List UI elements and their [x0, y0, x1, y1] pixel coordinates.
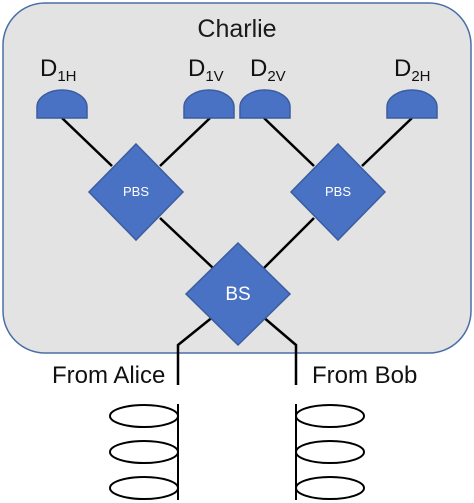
bs-diamond [184, 241, 292, 347]
alice-coil-loop-3 [109, 476, 179, 500]
alice-coil-loop-1 [109, 404, 179, 428]
detector-subscript: 2V [267, 68, 286, 85]
alice-coil-mask [179, 400, 187, 502]
detector-d1v [183, 89, 235, 119]
pbs-right-label: PBS [324, 184, 351, 199]
bs-label: BS [225, 284, 251, 305]
bob-coil-loop-2 [295, 440, 365, 464]
line-d2v-pbs-right [263, 117, 315, 167]
bob-coil-loop-3 [295, 476, 365, 500]
detector-label-d1v: D1V [188, 55, 224, 85]
detector-d1h [36, 89, 88, 119]
source-alice-label: From Alice [52, 362, 166, 389]
detector-subscript: 1V [205, 68, 224, 85]
detector-letter: D [40, 55, 58, 82]
bob-coil-mask [287, 400, 295, 502]
pbs-right-diamond [289, 142, 387, 242]
detector-letter: D [188, 55, 206, 82]
detector-subscript: 2H [411, 68, 431, 85]
source-bob-label: From Bob [312, 362, 418, 389]
line-bob-bs [261, 315, 298, 385]
detector-label-d1h: D1H [40, 55, 77, 85]
detector-label-d2h: D2H [394, 55, 431, 85]
line-pbs-right-bs [263, 217, 315, 269]
detector-d2h [386, 89, 438, 119]
bob-coil-loop-1 [295, 404, 365, 428]
line-pbs-left-bs [159, 217, 214, 269]
detector-subscript: 1H [57, 68, 77, 85]
alice-coil-loop-2 [109, 440, 179, 464]
pbs-left-label: PBS [122, 184, 149, 199]
detector-d2v [239, 89, 291, 119]
charlie-panel [2, 2, 472, 354]
detector-letter: D [250, 55, 268, 82]
line-d1v-pbs-left [159, 117, 211, 167]
pbs-left-diamond [87, 142, 185, 242]
charlie-title: Charlie [197, 15, 277, 43]
line-d2h-pbs-right [361, 117, 413, 167]
line-alice-bs [176, 315, 215, 385]
line-d1h-pbs-left [61, 117, 113, 167]
detector-letter: D [394, 55, 412, 82]
detector-label-d2v: D2V [250, 55, 286, 85]
